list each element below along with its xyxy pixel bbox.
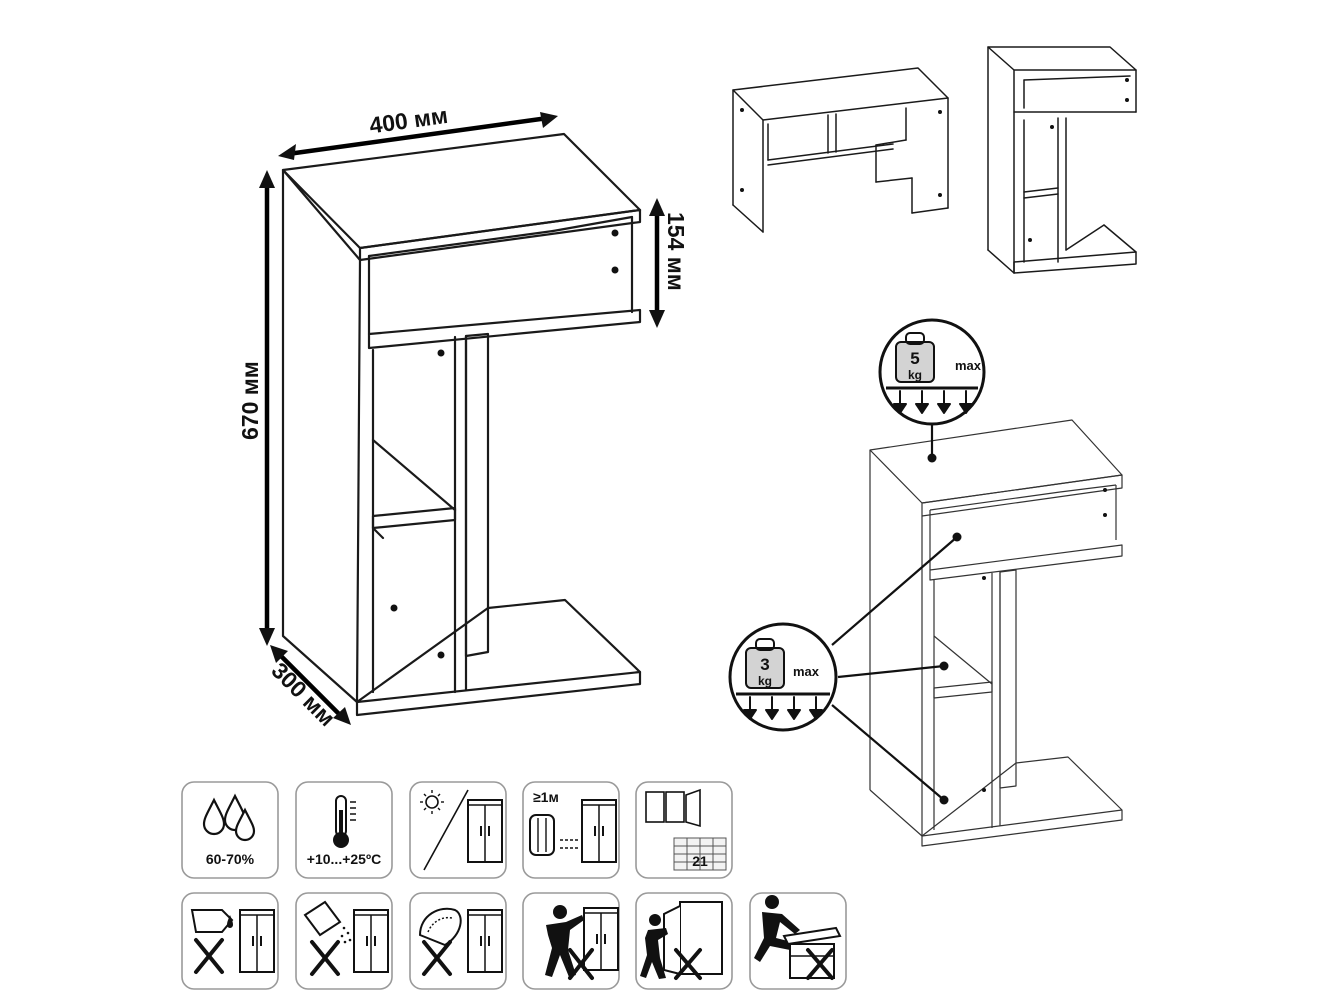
down-arrows-icon xyxy=(893,390,973,414)
care-icon-sunlight xyxy=(409,781,507,879)
orientation-horizontal-view xyxy=(732,67,949,233)
main-side-table-drawing xyxy=(281,132,642,717)
no-leaning-on-doors-icon xyxy=(640,901,723,980)
load-diagram-drawing xyxy=(869,419,1123,847)
shelf-height-label: 154 мм xyxy=(663,212,689,291)
care-icon-temperature: +10...+25ºC xyxy=(295,781,393,879)
room-temp-caption: 21 xyxy=(692,853,708,869)
distance-from-heater-icon: ≥1м xyxy=(529,789,617,863)
warning-icon-wet-cleaning xyxy=(181,892,279,990)
humidity-caption: 60-70% xyxy=(206,851,255,867)
no-direct-sunlight-icon xyxy=(420,789,503,871)
warning-icon-climbing xyxy=(749,892,847,990)
temperature-caption: +10...+25ºC xyxy=(307,851,381,867)
down-arrows-icon xyxy=(743,696,823,720)
no-abrasive-icon xyxy=(418,907,503,976)
care-icon-humidity: 60-70% xyxy=(181,781,279,879)
height-label: 670 мм xyxy=(237,361,263,440)
shelf-load-unit: kg xyxy=(758,674,772,688)
temperature-icon xyxy=(333,795,356,848)
warning-icon-chemicals xyxy=(295,892,393,990)
no-moving-pushing-icon xyxy=(545,905,619,980)
dimension-shelf-height: 154 мм xyxy=(649,198,689,328)
heater-distance-caption: ≥1м xyxy=(533,789,559,805)
top-load-max: max xyxy=(955,358,982,373)
top-load-unit: kg xyxy=(908,368,922,382)
depth-label: 300 мм xyxy=(266,657,340,731)
load-badge-shelf: 3 kg max xyxy=(728,622,838,732)
warning-icon-leaning xyxy=(635,892,733,990)
warning-icon-pushing xyxy=(522,892,620,990)
orientation-vertical-view xyxy=(987,46,1137,274)
no-wet-cleaning-icon xyxy=(190,909,275,974)
no-climbing-icon xyxy=(754,895,842,980)
warning-icon-abrasive xyxy=(409,892,507,990)
dimension-width: 400 мм xyxy=(278,102,558,160)
load-leader-lines xyxy=(831,417,962,805)
no-chemicals-icon xyxy=(303,900,389,976)
shelf-load-max: max xyxy=(793,664,820,679)
load-badge-top: 5 kg max xyxy=(878,318,986,426)
care-icon-room: 21 xyxy=(635,781,733,879)
care-icon-heater-distance: ≥1м xyxy=(522,781,620,879)
dimension-height: 670 мм xyxy=(237,170,275,646)
room-conditions-icon: 21 xyxy=(645,788,727,871)
humidity-icon xyxy=(202,793,256,842)
shelf-load-weight: 3 xyxy=(760,655,769,674)
top-load-weight: 5 xyxy=(910,349,919,368)
